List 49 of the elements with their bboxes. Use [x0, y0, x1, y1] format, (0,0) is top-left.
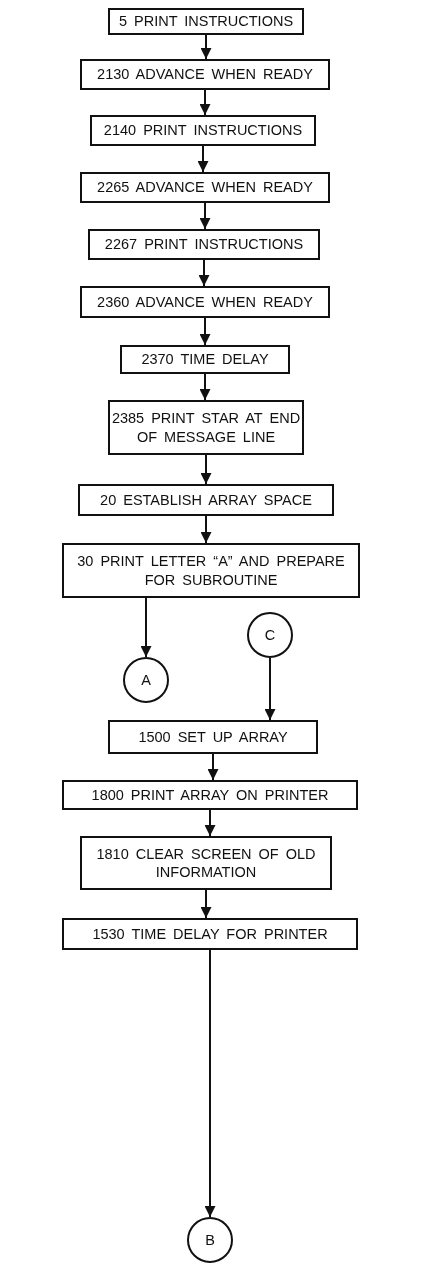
connector-circle [247, 612, 293, 658]
process-box [80, 59, 330, 90]
process-box [90, 115, 316, 146]
process-box [62, 543, 360, 598]
process-box [88, 229, 320, 260]
arrow [207, 753, 219, 781]
process-box [108, 8, 304, 35]
connector-circle [123, 657, 169, 703]
arrow [200, 515, 212, 544]
arrow [264, 657, 276, 721]
step-text: 2360 ADVANCE WHEN READY [97, 292, 313, 312]
step-text: 1530 TIME DELAY FOR PRINTER [92, 924, 328, 944]
step-text: 1500 SET UP ARRAY [138, 727, 288, 747]
arrow [199, 202, 211, 230]
step-text: 2385 PRINT STAR AT END OF MESSAGE LINE [110, 409, 302, 446]
process-box [80, 286, 330, 318]
process-box [80, 836, 332, 890]
arrow [204, 809, 216, 837]
process-box [62, 780, 358, 810]
process-box [120, 345, 290, 374]
process-box [108, 400, 304, 455]
step-text: 2267 PRINT INSTRUCTIONS [104, 235, 304, 254]
arrow [199, 317, 211, 346]
arrow [199, 89, 211, 116]
process-box [108, 720, 318, 754]
arrow [200, 454, 212, 485]
arrow [197, 145, 209, 173]
step-text: 30 PRINT LETTER “A” AND PREPARE FOR SUBROUTINE [76, 552, 346, 589]
step-text: 5 PRINT INSTRUCTIONS [118, 12, 294, 31]
arrow [140, 597, 152, 658]
connector-circle [187, 1217, 233, 1263]
step-text: 2370 TIME DELAY [141, 350, 269, 369]
connector-letter: A [141, 670, 151, 690]
process-box [80, 172, 330, 203]
arrow [200, 889, 212, 919]
process-box [62, 918, 358, 950]
connector-letter: C [264, 625, 276, 645]
arrow [198, 259, 210, 287]
arrow [200, 34, 212, 60]
arrow [204, 949, 216, 1218]
step-text: 1810 CLEAR SCREEN OF OLD INFORMATION [95, 844, 317, 882]
arrow [199, 373, 211, 401]
connector-letter: B [205, 1230, 215, 1250]
step-text: 2265 ADVANCE WHEN READY [97, 178, 313, 197]
step-text: 20 ESTABLISH ARRAY SPACE [100, 490, 312, 510]
process-box [78, 484, 334, 516]
step-text: 2130 ADVANCE WHEN READY [97, 65, 313, 84]
step-text: 1800 PRINT ARRAY ON PRINTER [91, 785, 329, 805]
step-text: 2140 PRINT INSTRUCTIONS [103, 121, 303, 140]
